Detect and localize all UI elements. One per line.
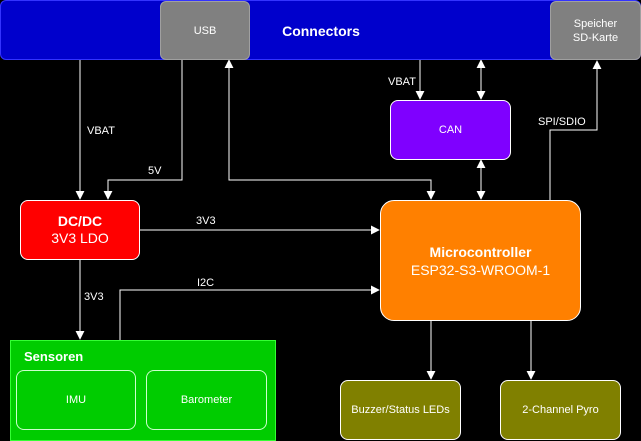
wire-i2c [119, 285, 380, 340]
connectors-block: Connectors [0, 0, 641, 60]
buzzer-leds-label: Buzzer/Status LEDs [351, 404, 450, 416]
dcdc-subtitle: 3V3 LDO [51, 230, 109, 246]
imu-block: IMU [16, 370, 136, 430]
label-3v3-mcu: 3V3 [196, 215, 216, 227]
label-vbat-can: VBAT [388, 76, 416, 88]
label-spi-sdio: SPI/SDIO [538, 116, 586, 128]
dcdc-title: DC/DC [57, 213, 103, 229]
usb-block: USB [160, 1, 250, 60]
buzzer-leds-block: Buzzer/Status LEDs [340, 380, 461, 440]
label-3v3-sensors: 3V3 [84, 291, 104, 303]
sd-card-block: Speicher SD-Karte [550, 1, 641, 60]
pyro-block: 2-Channel Pyro [500, 380, 621, 440]
label-i2c: I2C [197, 277, 215, 289]
dcdc-block: DC/DC 3V3 LDO [20, 200, 140, 260]
imu-label: IMU [65, 394, 87, 406]
usb-label: USB [193, 24, 217, 37]
barometer-label: Barometer [180, 394, 233, 406]
barometer-block: Barometer [146, 370, 267, 430]
label-vbat-left: VBAT [87, 125, 115, 137]
wire-mcu-to-sd [549, 60, 602, 200]
sd-label-line1: Speicher [573, 17, 618, 30]
mcu-title: Microcontroller [429, 243, 532, 260]
label-5v: 5V [148, 165, 162, 177]
mcu-block: Microcontroller ESP32-S3-WROOM-1 [380, 200, 581, 321]
can-block: CAN [390, 100, 511, 160]
can-label: CAN [438, 124, 463, 136]
sd-label-line2: SD-Karte [572, 31, 619, 44]
wire-usb-to-dcdc [103, 60, 183, 200]
sensors-title: Sensoren [24, 349, 84, 364]
wire-usb-to-mcu [224, 59, 436, 200]
connectors-title: Connectors [282, 23, 360, 39]
pyro-label: 2-Channel Pyro [522, 404, 599, 416]
mcu-subtitle: ESP32-S3-WROOM-1 [410, 261, 551, 278]
